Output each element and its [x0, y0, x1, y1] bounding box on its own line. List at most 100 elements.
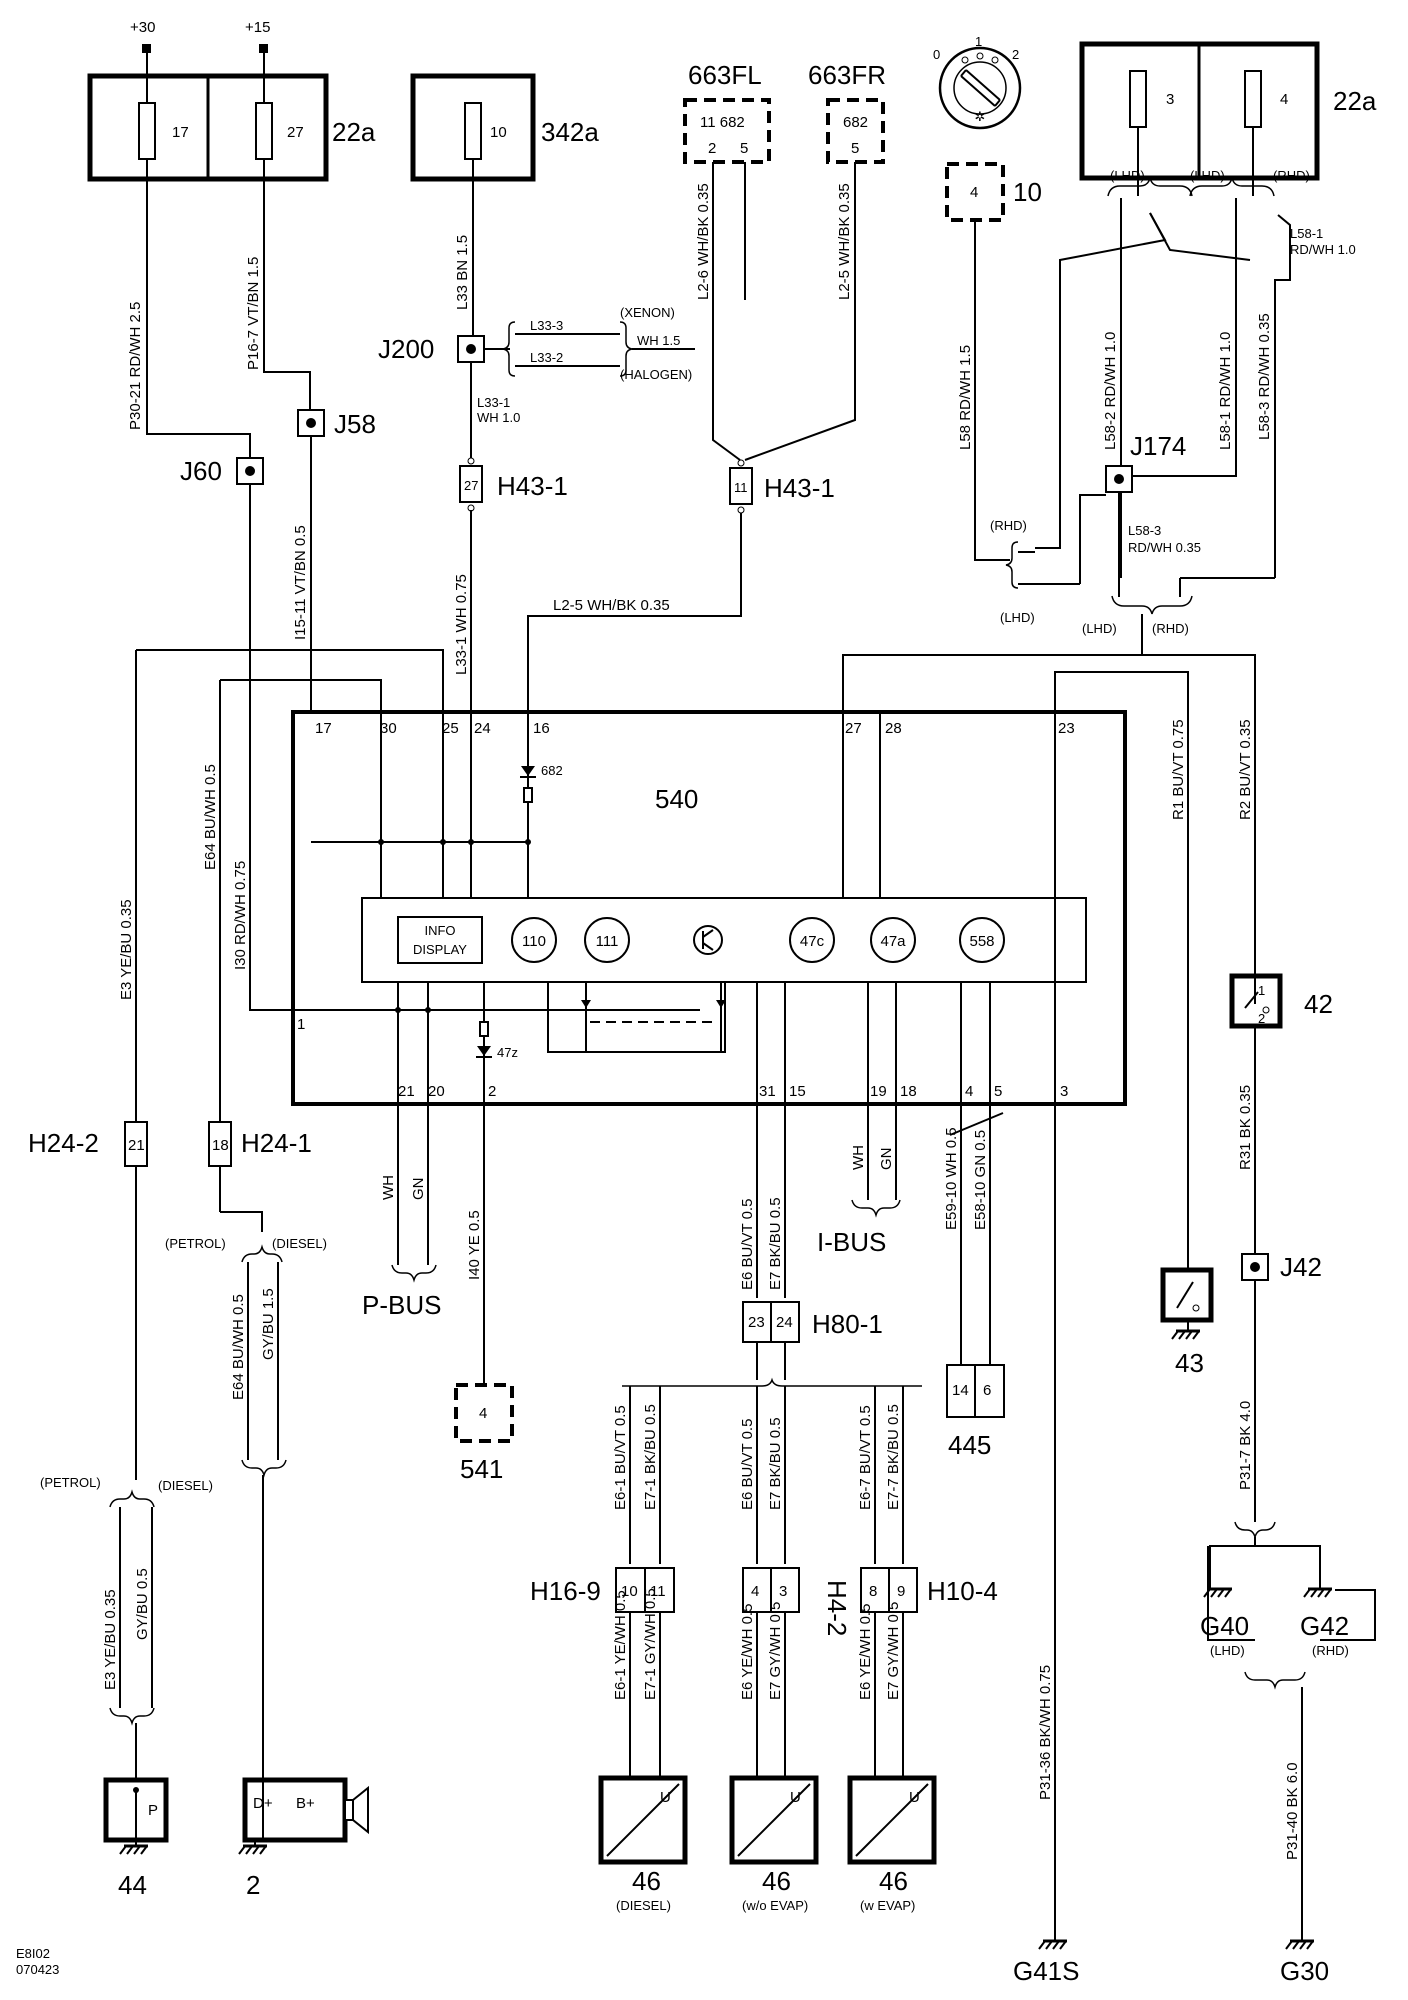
wire-p31-7-label: P31-7 BK 4.0 [1237, 1401, 1254, 1490]
module-pin-21: 21 [398, 1083, 415, 1100]
h10-4-pin-9: 9 [897, 1583, 905, 1600]
wire-l2-5v-label: L2-5 WH/BK 0.35 [836, 183, 853, 300]
wire-i30-label: I30 RD/WH 0.75 [232, 861, 249, 970]
pbus-label: P-BUS [362, 1290, 441, 1320]
fuse-10 [464, 102, 482, 160]
c445-pin-6: 6 [983, 1382, 991, 1399]
module-pin-16: 16 [533, 720, 550, 737]
connector-663fr-pin-5: 5 [851, 140, 859, 157]
fuse-17 [138, 102, 156, 160]
wire-e64b-label: E64 BU/WH 0.5 [230, 1294, 247, 1400]
diagram-id: E8I02 [16, 1946, 50, 1961]
wire-e64-label: E64 BU/WH 0.5 [202, 764, 219, 870]
component-445-label: 445 [948, 1430, 991, 1460]
switch-42-pin-2: 2 [1258, 1011, 1265, 1026]
indicator-111 [584, 917, 630, 963]
module-pin-25: 25 [442, 720, 459, 737]
connector-h10-4-label: H10-4 [927, 1576, 998, 1606]
wire-e6-7b-label: E6 YE/WH 0.5 [857, 1604, 874, 1700]
ground-g30-label: G30 [1280, 1956, 1329, 1986]
connector-663fr-label: 663FR [808, 60, 886, 90]
wire-r2-label: R2 BU/VT 0.35 [1237, 719, 1254, 820]
wire-e6-1a-label: E6-1 BU/VT 0.5 [612, 1405, 629, 1510]
module-pin-19: 19 [870, 1083, 887, 1100]
diesel-note-2: (DIESEL) [158, 1478, 213, 1493]
fusebox-22a-left-label: 22a [332, 117, 376, 147]
connector-663fl-label: 663FL [688, 60, 762, 90]
ground-g40-note: (LHD) [1210, 1643, 1245, 1658]
transistor-icon [693, 925, 723, 955]
module-pin-5: 5 [994, 1083, 1002, 1100]
lhd-note-2: (LHD) [1190, 168, 1225, 183]
indicator-558 [959, 917, 1005, 963]
module-pin-3: 3 [1060, 1083, 1068, 1100]
module-pin-20: 20 [428, 1083, 445, 1100]
h80-1-pin-24: 24 [776, 1314, 793, 1331]
indicator-110 [511, 917, 557, 963]
wire-e6a-label: E6 BU/VT 0.5 [739, 1419, 756, 1510]
module-pin-24: 24 [474, 720, 491, 737]
diesel-note-1: (DIESEL) [272, 1236, 327, 1251]
wire-i15-11-label: I15-11 VT/BN 0.5 [292, 525, 309, 640]
connector-h80-1-label: H80-1 [812, 1309, 883, 1339]
indicator-47c [789, 917, 835, 963]
h16-9-pin-10: 10 [621, 1583, 638, 1600]
wire-l58-3a-label: L58-3 [1128, 523, 1161, 538]
sensor-46c-u: U [909, 1789, 920, 1806]
h80-1-pin-23: 23 [748, 1314, 765, 1331]
connector-h43-1-11 [729, 467, 753, 505]
wire-e7-1b-label: E7-1 GY/WH 0.5 [642, 1588, 659, 1700]
ignition-pos-1: 1 [975, 34, 982, 49]
supply-terminal-15 [259, 44, 268, 53]
fusebox-342a: 10 342a [410, 73, 599, 182]
sensor-46b-u: U [790, 1789, 801, 1806]
wire-e7-7b-label: E7 GY/WH 0.5 [885, 1602, 902, 1700]
connector-541 [454, 1383, 514, 1443]
fusebox-342a-label: 342a [541, 117, 599, 147]
module-pin-1: 1 [297, 1016, 305, 1033]
alternator-d-plus: D+ [253, 1795, 273, 1812]
lhd-note-4: (LHD) [1082, 621, 1117, 636]
module-pin-28: 28 [885, 720, 902, 737]
h43-1-27-pin: 27 [464, 478, 478, 493]
fusebox-22a-left: 17 27 22a [87, 73, 376, 182]
wire-e6-1b-label: E6-1 YE/WH 0.5 [612, 1590, 629, 1700]
ground-g41s-label: G41S [1013, 1956, 1080, 1986]
module-540-label: 540 [655, 784, 698, 814]
module-pin-27: 27 [845, 720, 862, 737]
info-display-line1: INFO [424, 923, 455, 938]
diagram-date: 070423 [16, 1962, 59, 1977]
wire-l33-3-label: L33-3 [530, 318, 563, 333]
sensor-46a-note: (DIESEL) [616, 1898, 671, 1913]
wire-wh15-label: WH 1.5 [637, 333, 680, 348]
ibus-wh-label: WH [850, 1145, 867, 1170]
wire-e6b-label: E6 YE/WH 0.5 [739, 1604, 756, 1700]
fusebox-22a-right-label: 22a [1333, 86, 1377, 116]
wire-l58-1v-label: L58-1 RD/WH 1.0 [1217, 332, 1234, 450]
fuse-10-label: 10 [490, 124, 507, 141]
connector-10-label: 10 [1013, 177, 1042, 207]
petrol-note-1: (PETROL) [165, 1236, 226, 1251]
fuse-4-label: 4 [1280, 91, 1288, 108]
connector-10-pin: 4 [970, 184, 978, 201]
wire-p31-36-label: P31-36 BK/WH 0.75 [1037, 1665, 1054, 1800]
pbus-gn-label: GN [410, 1178, 427, 1201]
wire-i40-label: I40 YE 0.5 [466, 1210, 483, 1280]
wire-l2-6-label: L2-6 WH/BK 0.35 [695, 183, 712, 300]
module-led-47z-label: 47z [497, 1045, 518, 1060]
h24-2-pin: 21 [128, 1137, 145, 1154]
module-led-682-label: 682 [541, 763, 563, 778]
ignition-switch-icon: ✲ [938, 46, 1022, 130]
sensor-46a-u: U [660, 1789, 671, 1806]
supply-30-label: +30 [130, 19, 155, 36]
wire-l33-1v-label: L33-1 WH 0.75 [453, 574, 470, 675]
module-pin-4: 4 [965, 1083, 973, 1100]
lhd-note-1: (LHD) [1110, 168, 1145, 183]
wire-e3-label: E3 YE/BU 0.35 [118, 899, 135, 1000]
wire-l58-3b-label: RD/WH 0.35 [1128, 540, 1201, 555]
ibus-label: I-BUS [817, 1227, 886, 1257]
sensor-46b-label: 46 [762, 1866, 791, 1896]
wire-l33-label: L33 BN 1.5 [454, 235, 471, 310]
ground-g42-label: G42 [1300, 1611, 1349, 1641]
